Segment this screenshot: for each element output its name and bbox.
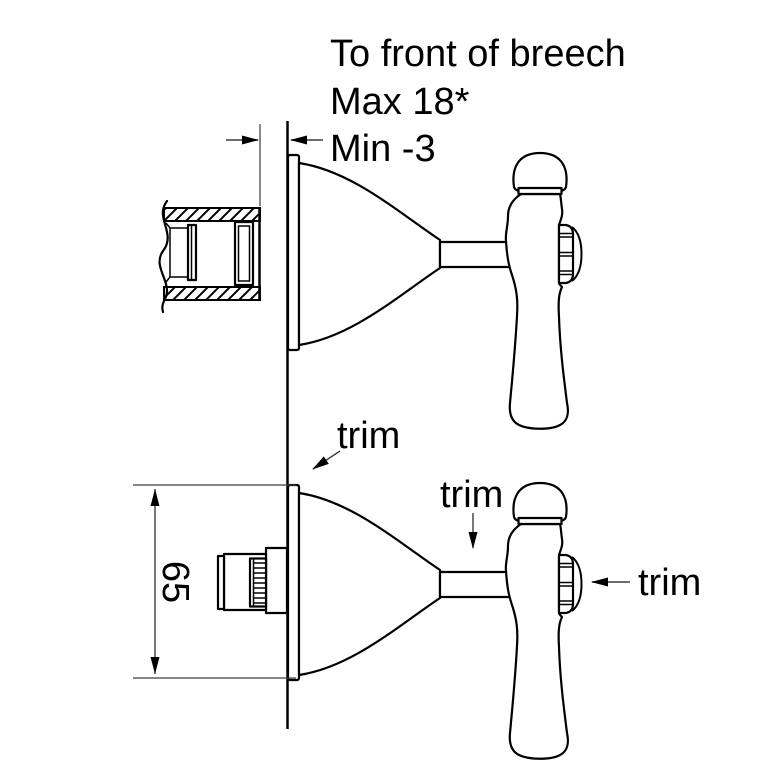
dimension-breech-depth <box>226 124 323 206</box>
valve-seat-lines <box>165 222 188 283</box>
note-line-1: To front of breech <box>330 33 626 75</box>
trim-label-stem: trim <box>440 474 503 549</box>
hatched-wall-top <box>163 207 261 222</box>
break-wave-line <box>158 199 169 314</box>
valve-body-section <box>158 199 261 314</box>
handle-collar <box>517 186 563 196</box>
cartridge-plug <box>233 220 255 287</box>
cartridge-collar <box>264 546 289 615</box>
bell-escutcheon <box>297 161 442 347</box>
cap-dome <box>571 226 583 282</box>
hex-flat-lines <box>560 232 572 276</box>
escutcheon-plate <box>286 153 301 352</box>
spline-teeth-lines <box>253 562 266 604</box>
note-line-2: Max 18* <box>330 81 470 123</box>
hatched-wall-bottom <box>163 286 261 301</box>
trim-label-cap: trim <box>591 562 701 604</box>
trim-cap-text: trim <box>638 562 701 604</box>
handle-stem <box>438 240 518 269</box>
handle-ball-knob <box>512 151 568 193</box>
note-line-3: Min -3 <box>330 128 436 170</box>
cartridge-end-cap <box>216 554 226 611</box>
dimension-65-label: 65 <box>154 561 196 603</box>
trim-stem-text: trim <box>440 474 503 516</box>
hex-cap-nut <box>557 223 575 285</box>
trim-label-flange: trim <box>312 415 400 470</box>
handle-assembly-bottom <box>286 481 583 760</box>
cartridge-plug-inner <box>237 225 251 282</box>
trim-flange-text: trim <box>337 415 400 457</box>
leader-arrow-flange-icon <box>312 450 341 470</box>
dimension-escutcheon-height: 65 <box>133 484 296 679</box>
valve-cartridge <box>216 546 289 615</box>
handle-assembly-top <box>286 151 583 430</box>
breech-note: To front of breech Max 18* Min -3 <box>330 33 626 170</box>
